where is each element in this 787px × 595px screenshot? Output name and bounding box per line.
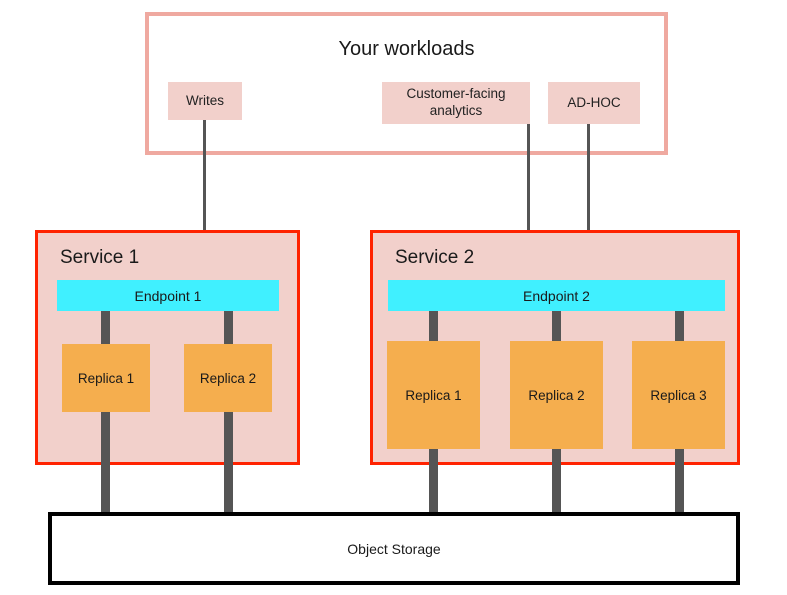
workloads-title: Your workloads bbox=[338, 38, 475, 60]
service-2-label: Service 2 bbox=[395, 247, 475, 268]
link-endpoint1-replica2 bbox=[224, 311, 233, 347]
endpoint-1-label: Endpoint 1 bbox=[134, 287, 202, 304]
arrow-analytics-to-endpoint2-line bbox=[527, 124, 530, 259]
service1-replica-1-label: Replica 1 bbox=[77, 370, 135, 386]
service2-replica-3-label: Replica 3 bbox=[650, 387, 707, 403]
link-endpoint1-replica1 bbox=[101, 311, 110, 347]
service-1-label: Service 1 bbox=[60, 247, 140, 268]
arrow-writes-to-endpoint1-line bbox=[203, 120, 206, 259]
link-endpoint2-replica3 bbox=[675, 311, 684, 343]
link-service2-replica3-storage bbox=[675, 449, 684, 514]
endpoint-2[interactable]: Endpoint 2 bbox=[388, 280, 725, 311]
workload-box-customer-facing-analytics[interactable]: Customer-facing analytics bbox=[382, 82, 530, 124]
workload-box-ad-hoc[interactable]: AD-HOC bbox=[548, 82, 640, 124]
link-service1-replica2-storage bbox=[224, 412, 233, 514]
service1-replica-2[interactable]: Replica 2 bbox=[184, 344, 272, 412]
endpoint-2-label: Endpoint 2 bbox=[523, 287, 590, 304]
service2-replica-1[interactable]: Replica 1 bbox=[387, 341, 480, 449]
link-service1-replica1-storage bbox=[101, 412, 110, 514]
service2-replica-2-label: Replica 2 bbox=[528, 387, 585, 403]
service1-replica-1[interactable]: Replica 1 bbox=[62, 344, 150, 412]
workload-box-ad-hoc-label: AD-HOC bbox=[567, 94, 621, 110]
arrow-adhoc-to-endpoint2-line bbox=[587, 124, 590, 259]
link-service2-replica2-storage bbox=[552, 449, 561, 514]
link-endpoint2-replica2 bbox=[552, 311, 561, 343]
service2-replica-2[interactable]: Replica 2 bbox=[510, 341, 603, 449]
link-endpoint2-replica1 bbox=[429, 311, 438, 343]
service2-replica-1-label: Replica 1 bbox=[405, 387, 462, 403]
object-storage-box[interactable]: Object Storage bbox=[48, 512, 740, 585]
link-service2-replica1-storage bbox=[429, 449, 438, 514]
service2-replica-3[interactable]: Replica 3 bbox=[632, 341, 725, 449]
workload-box-customer-facing-analytics-label: Customer-facing analytics bbox=[406, 86, 506, 118]
workload-box-writes-label: Writes bbox=[185, 92, 224, 108]
service1-replica-2-label: Replica 2 bbox=[199, 370, 257, 386]
endpoint-1[interactable]: Endpoint 1 bbox=[57, 280, 279, 311]
workload-box-writes[interactable]: Writes bbox=[168, 82, 242, 120]
object-storage-label: Object Storage bbox=[347, 540, 441, 557]
